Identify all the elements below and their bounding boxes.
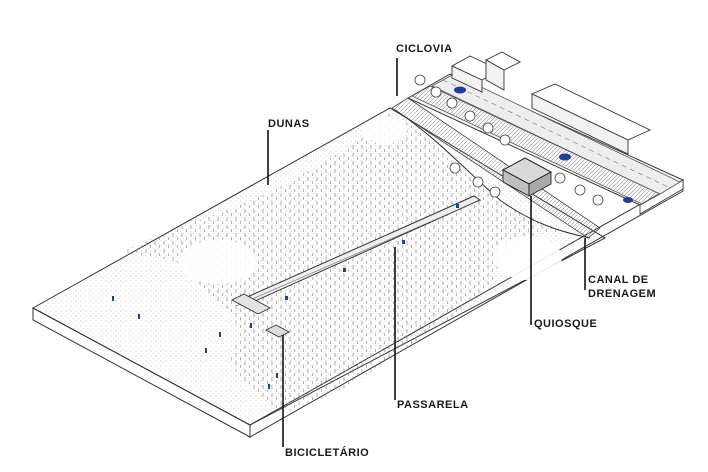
passarela-platform [231,293,271,315]
label-dunas: DUNAS [268,118,310,130]
car-1 [454,86,466,94]
road-centerline [442,79,671,189]
car-2 [559,153,571,161]
label-passarela: PASSARELA [397,399,469,411]
sand-patch-right [494,236,562,280]
building-1-front [451,65,483,93]
label-canal-line2: DRENAGEM [588,288,656,300]
building-3-front [531,93,629,155]
bicicletario-rack [265,324,290,338]
building-2-front [485,59,505,91]
sand-patch-top [363,116,407,144]
tree-row [414,74,604,206]
passarela-rail [235,201,477,307]
sand-patch-left [180,240,256,284]
label-quiosque: QUIOSQUE [534,318,597,330]
label-ciclovia: CICLOVIA [396,43,453,55]
beach-people [112,296,278,389]
drainage-canal [391,97,601,239]
passarela-markers [285,204,459,300]
car-3 [623,197,633,203]
quiosque-side [528,171,552,197]
label-bicicletario: BICICLETÁRIO [285,446,369,459]
label-canal-line1: CANAL DE [588,274,649,286]
canal-edge [394,109,591,239]
